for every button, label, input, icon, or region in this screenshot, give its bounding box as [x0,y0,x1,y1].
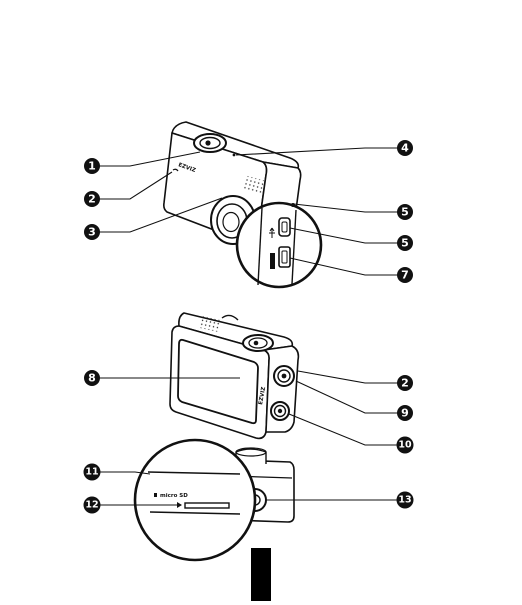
callout-11: 11 [84,464,101,481]
callout-3: 3 [84,224,100,240]
callout-7: 7 [397,267,413,283]
port-magnifier [237,203,321,287]
callout-5-usb: 5 [397,235,413,251]
svg-text:5: 5 [401,206,409,219]
sd-slot-magnifier [135,440,255,560]
sd-slot-label: micro SD [160,493,188,499]
callout-12: 12 [84,497,101,514]
svg-text:13: 13 [398,495,411,506]
callout-9: 9 [397,405,413,421]
svg-text:3: 3 [88,226,96,239]
hdmi-mark-icon [270,253,275,269]
callout-10: 10 [397,437,414,454]
svg-text:12: 12 [85,500,98,511]
svg-text:2: 2 [88,193,96,206]
page-edge-tab [251,548,271,601]
svg-text:2: 2 [401,377,409,390]
callout-2: 2 [84,191,100,207]
svg-text:10: 10 [398,440,412,451]
camera-back-view [170,313,298,438]
svg-text:5: 5 [401,237,409,250]
callout-13: 13 [397,492,414,509]
svg-text:9: 9 [401,407,409,420]
callout-2-back: 2 [397,375,413,391]
callout-1: 1 [84,158,100,174]
svg-text:1: 1 [88,160,96,173]
svg-text:7: 7 [401,269,409,282]
svg-text:4: 4 [401,142,409,155]
callout-8: 8 [84,370,100,386]
callout-4: 4 [397,140,413,156]
svg-text:11: 11 [85,467,98,478]
svg-text:8: 8 [88,372,96,385]
callout-5-reset: 5 [397,204,413,220]
